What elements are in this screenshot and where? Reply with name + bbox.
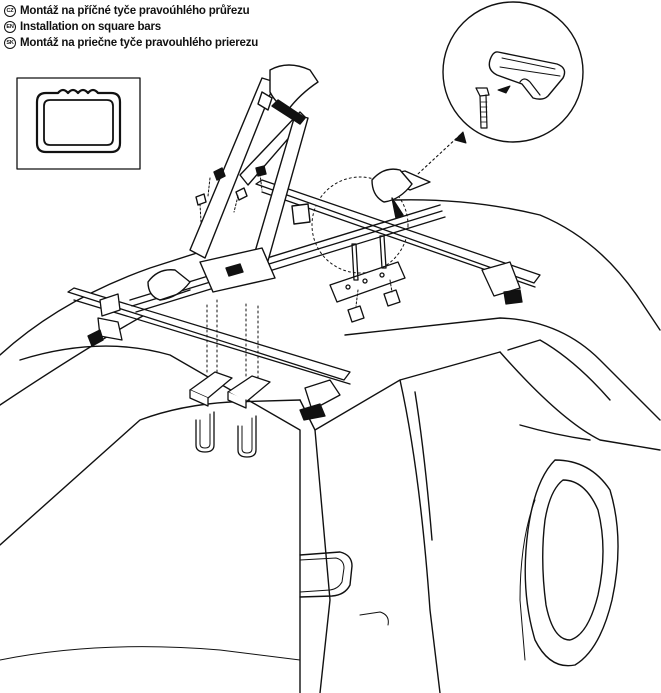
bike-carrier (147, 64, 413, 301)
roof-bars (67, 170, 541, 421)
lang-badge-cz: CZ (4, 5, 16, 17)
square-bar-profile-icon (16, 77, 141, 170)
caption-en: EN Installation on square bars (4, 19, 258, 35)
leader-arrow-icon (454, 131, 467, 144)
caption-sk-text: Montáž na priečne tyče pravouhlého prier… (20, 37, 259, 49)
bar-slot-detail-icon (442, 1, 584, 143)
caption-en-text: Installation on square bars (20, 21, 161, 33)
lang-badge-sk: SK (4, 37, 16, 49)
detail-zone-circle (311, 176, 409, 274)
instruction-captions: CZ Montáž na příčné tyče pravoúhlého prů… (4, 3, 258, 51)
u-bolt-brackets (189, 299, 271, 458)
car-body (0, 199, 661, 693)
lang-badge-en: EN (4, 21, 16, 33)
mounting-hardware (329, 235, 406, 323)
caption-cz: CZ Montáž na příčné tyče pravoúhlého prů… (4, 3, 258, 19)
caption-sk: SK Montáž na priečne tyče pravouhlého pr… (4, 35, 258, 51)
caption-cz-text: Montáž na příčné tyče pravoúhlého průřez… (20, 5, 250, 17)
